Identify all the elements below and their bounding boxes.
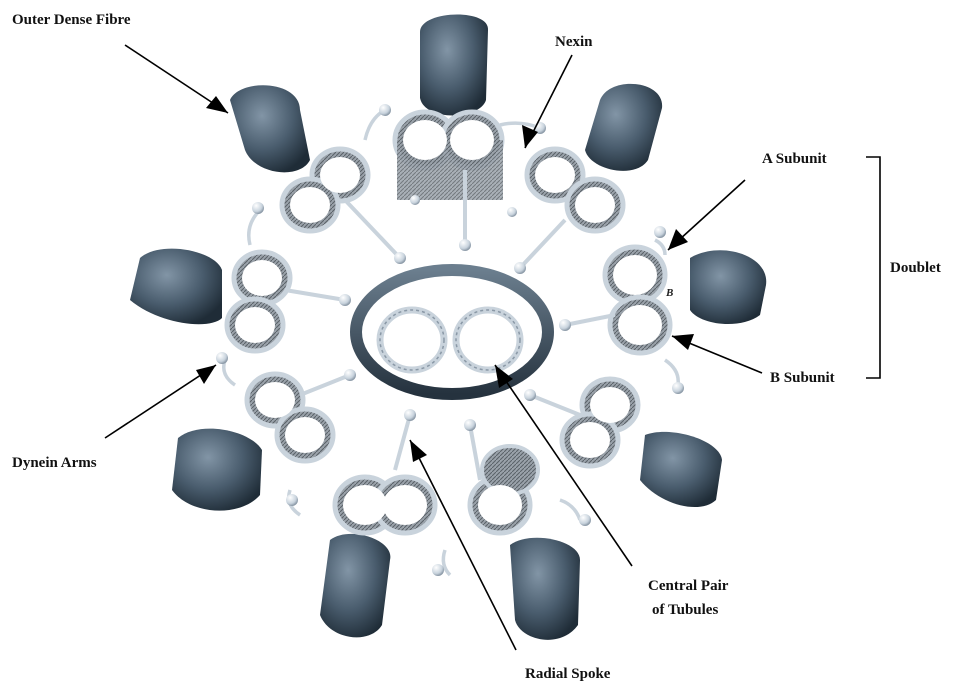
outer-dense-fibre bbox=[640, 432, 722, 507]
doublet bbox=[395, 112, 503, 200]
doublet-b-mark: B bbox=[665, 287, 673, 299]
outer-dense-fibre bbox=[420, 14, 488, 115]
arrowhead-a-subunit bbox=[668, 229, 688, 250]
label-a-subunit: A Subunit bbox=[762, 151, 827, 167]
doublet bbox=[335, 477, 435, 533]
label-dynein-arms: Dynein Arms bbox=[12, 455, 97, 471]
arrowhead-radial-spoke bbox=[410, 440, 427, 462]
outer-dense-fibre bbox=[510, 538, 580, 640]
label-central-pair-line1: Central Pair bbox=[648, 578, 729, 594]
doublet bbox=[470, 446, 538, 533]
central-apparatus bbox=[356, 270, 548, 394]
arrow-dynein-arms bbox=[105, 365, 216, 438]
outer-dense-fibre bbox=[130, 249, 222, 325]
arrowhead-outer-dense-fibre bbox=[206, 96, 228, 113]
label-radial-spoke: Radial Spoke bbox=[525, 666, 611, 682]
outer-dense-fibre bbox=[230, 85, 310, 172]
doublet bbox=[605, 247, 670, 353]
label-outer-dense-fibre: Outer Dense Fibre bbox=[12, 12, 131, 28]
outer-dense-fibre bbox=[690, 250, 766, 324]
outer-dense-fibre bbox=[172, 429, 262, 511]
doublet-microtubules bbox=[227, 112, 670, 533]
label-doublet: Doublet bbox=[890, 260, 941, 276]
doublet-bracket bbox=[866, 157, 880, 378]
arrowhead-b-subunit bbox=[672, 334, 694, 350]
outer-dense-fibre bbox=[585, 84, 662, 171]
doublet bbox=[227, 252, 290, 351]
doublet bbox=[562, 379, 638, 466]
label-nexin: Nexin bbox=[555, 34, 593, 50]
outer-dense-fibre bbox=[320, 534, 390, 637]
label-b-subunit: B Subunit bbox=[770, 370, 835, 386]
label-central-pair-line2: of Tubules bbox=[652, 602, 718, 618]
arrowhead-dynein-arms bbox=[196, 365, 216, 384]
